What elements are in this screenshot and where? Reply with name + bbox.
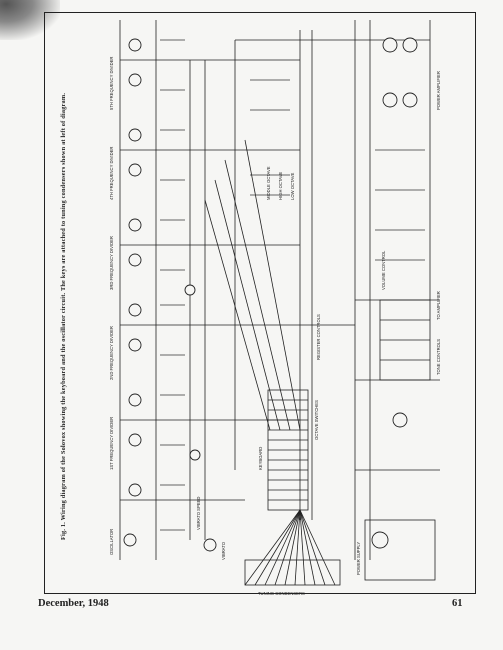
- label-4th-divider: 4TH FREQUENCY DIVIDER: [109, 147, 114, 200]
- label-low-octave: LOW OCTAVE: [290, 172, 295, 200]
- label-register-controls: REGISTER CONTROLS: [316, 314, 321, 360]
- label-3rd-divider: 3RD FREQUENCY DIVIDER: [109, 236, 114, 290]
- figure-frame: [44, 12, 476, 594]
- label-high-octave: HIGH OCTAVE: [278, 172, 283, 200]
- label-to-amplifier: TO AMPLIFIER: [436, 291, 441, 320]
- label-vibrato: VIBRATO: [221, 541, 226, 560]
- label-vibrato-speed: VIBRATO SPEED: [196, 497, 201, 530]
- label-tone-controls: TONE CONTROLS: [436, 339, 441, 375]
- label-oscillator: OSCILLATOR: [109, 529, 114, 555]
- label-octave-switches: OCTAVE SWITCHES: [314, 400, 319, 440]
- label-volume-control: VOLUME CONTROL: [381, 250, 386, 290]
- label-2nd-divider: 2ND FREQUENCY DIVIDER: [109, 326, 114, 380]
- label-5th-divider: 5TH FREQUENCY DIVIDER: [109, 57, 114, 110]
- label-power-supply: POWER SUPPLY: [356, 542, 361, 575]
- footer-date: December, 1948: [38, 598, 109, 609]
- label-tuning-condensers: TUNING CONDENSERS: [258, 591, 305, 596]
- figure-caption: Fig. 1. Wiring diagram of the Solovox sh…: [60, 92, 67, 540]
- label-middle-octave: MIDDLE OCTAVE: [266, 166, 271, 200]
- scan-corner-shadow: [0, 0, 60, 40]
- label-keyboard: KEYBOARD: [258, 447, 263, 470]
- page-number: 61: [452, 598, 463, 609]
- label-1st-divider: 1ST FREQUENCY DIVIDER: [109, 417, 114, 470]
- label-power-amplifier: POWER AMPLIFIER: [436, 71, 441, 110]
